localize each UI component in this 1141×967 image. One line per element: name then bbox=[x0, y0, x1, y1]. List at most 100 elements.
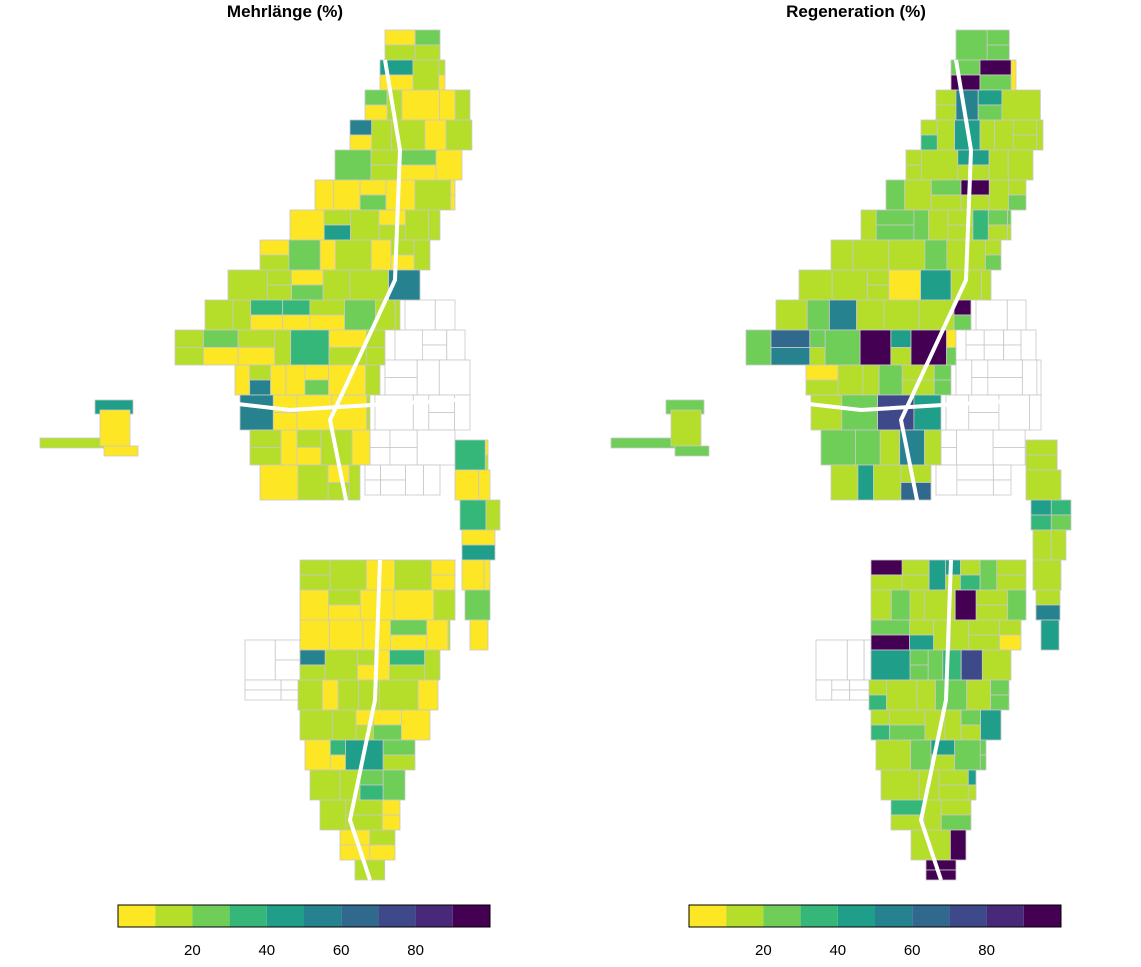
map-parcel bbox=[204, 299, 234, 331]
map-parcel bbox=[394, 299, 401, 331]
map-parcel bbox=[1008, 179, 1027, 196]
blank-parcel bbox=[389, 429, 418, 448]
map-parcel bbox=[454, 469, 480, 501]
blank-parcel bbox=[369, 447, 391, 466]
map-parcel bbox=[810, 394, 843, 431]
map-parcel bbox=[390, 634, 428, 651]
blank-parcel bbox=[404, 299, 436, 331]
legend-swatch bbox=[378, 905, 416, 927]
map-parcel bbox=[979, 739, 987, 756]
legend-swatch bbox=[341, 905, 379, 927]
map-parcel bbox=[382, 739, 416, 756]
map-parcel bbox=[972, 209, 989, 241]
map-parcel bbox=[960, 194, 990, 211]
map-parcel bbox=[745, 329, 772, 366]
map-parcel bbox=[1007, 224, 1012, 241]
map-parcel bbox=[274, 329, 292, 366]
map-parcel bbox=[384, 44, 416, 61]
map-parcel bbox=[945, 559, 961, 576]
map-parcel bbox=[820, 429, 856, 466]
map-parcel bbox=[960, 724, 982, 741]
legend-tick-label: 40 bbox=[258, 942, 275, 959]
map-parcel bbox=[328, 619, 364, 651]
map-parcel bbox=[967, 619, 1001, 636]
map-parcel bbox=[413, 239, 431, 271]
map-parcel bbox=[439, 89, 456, 121]
map-parcel bbox=[203, 329, 239, 348]
map-parcel bbox=[232, 299, 252, 331]
map-parcel bbox=[913, 394, 942, 431]
map-parcel bbox=[291, 284, 324, 301]
map-title: Mehrlänge (%) bbox=[226, 2, 344, 21]
map-parcel bbox=[890, 814, 925, 831]
blank-parcel bbox=[971, 377, 989, 396]
map-parcel bbox=[417, 679, 439, 711]
legend-swatch bbox=[452, 905, 490, 927]
map-parcel bbox=[234, 364, 251, 396]
legend-border bbox=[117, 904, 491, 928]
map-parcel bbox=[986, 44, 1010, 61]
map-parcel bbox=[339, 844, 371, 861]
map-parcel bbox=[382, 754, 416, 771]
map-parcel bbox=[400, 709, 431, 741]
map-parcel bbox=[299, 559, 331, 576]
map-parcel bbox=[985, 254, 1002, 271]
map-parcel bbox=[259, 254, 290, 271]
blank-parcel bbox=[983, 329, 1005, 346]
map-parcel bbox=[938, 784, 969, 801]
map-parcel bbox=[859, 329, 892, 366]
map-parcel bbox=[856, 299, 885, 331]
map-parcel bbox=[805, 379, 839, 396]
map-parcel bbox=[979, 559, 998, 591]
map-parcel bbox=[1030, 499, 1052, 516]
map-parcel bbox=[270, 364, 287, 396]
map-parcel bbox=[830, 464, 859, 501]
map-parcel bbox=[309, 314, 345, 331]
blank-parcel bbox=[364, 479, 382, 496]
map-parcel bbox=[314, 179, 335, 211]
blank-parcel bbox=[280, 679, 301, 691]
map-parcel bbox=[981, 269, 992, 301]
blank-parcel bbox=[374, 394, 414, 431]
blank-parcel bbox=[364, 464, 382, 481]
choropleth-map bbox=[39, 29, 501, 881]
blank-parcel bbox=[815, 679, 833, 701]
map-parcel bbox=[461, 529, 496, 546]
map-parcel bbox=[1032, 559, 1062, 591]
map-parcel bbox=[414, 29, 441, 46]
map-parcel bbox=[809, 347, 826, 366]
legend-swatch bbox=[875, 905, 913, 927]
map-parcel bbox=[985, 239, 1002, 256]
legend-tick-label: 40 bbox=[829, 942, 846, 959]
map-parcel bbox=[1050, 529, 1067, 561]
map-parcel bbox=[324, 649, 359, 681]
map-parcel bbox=[980, 709, 1002, 741]
map-parcel bbox=[288, 239, 321, 271]
map-parcel bbox=[304, 379, 329, 396]
map-parcel bbox=[357, 664, 375, 681]
blank-parcel bbox=[987, 377, 1023, 396]
map-parcel bbox=[174, 347, 204, 366]
map-parcel bbox=[862, 364, 880, 396]
map-parcel bbox=[927, 649, 944, 681]
blank-parcel bbox=[1006, 299, 1027, 331]
map-parcel bbox=[378, 209, 406, 226]
map-parcel bbox=[935, 104, 957, 121]
map-parcel bbox=[977, 104, 1003, 121]
map-parcel bbox=[469, 619, 489, 651]
map-parcel bbox=[1012, 119, 1037, 136]
map-parcel bbox=[987, 209, 1008, 226]
legend-swatch bbox=[763, 905, 801, 927]
map-parcel bbox=[966, 679, 991, 711]
road-line bbox=[918, 559, 953, 881]
blank-parcel bbox=[1036, 359, 1042, 396]
blank-parcel bbox=[863, 639, 872, 681]
map-parcel bbox=[909, 589, 925, 621]
map-parcel bbox=[250, 299, 284, 316]
map-parcel bbox=[1032, 529, 1052, 561]
map-parcel bbox=[461, 559, 485, 591]
legend-swatch bbox=[912, 905, 950, 927]
map-parcel bbox=[770, 329, 811, 348]
map-parcel bbox=[831, 269, 869, 301]
map-parcel bbox=[296, 394, 333, 431]
